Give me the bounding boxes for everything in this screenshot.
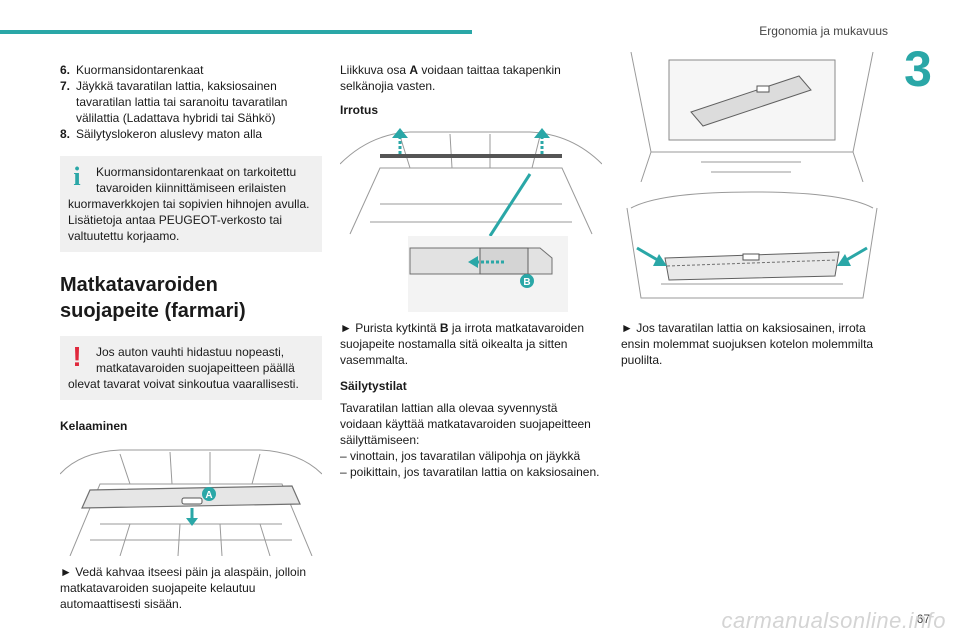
step-text-two-part-floor: ► Jos tavaratilan lattia on kaksiosainen… bbox=[621, 321, 874, 367]
info-note-text-first: Kuormansidontarenkaat on tarkoitettu tav… bbox=[96, 165, 297, 195]
page-number: 67 bbox=[916, 612, 930, 626]
warning-note-text-first: Jos auton vauhti hidastuu nopeasti, matk… bbox=[96, 345, 295, 375]
section-title: Ergonomia ja mukavuus bbox=[759, 24, 888, 38]
intro-pre: Liikkuva osa bbox=[340, 63, 410, 77]
trunk-storage-diagonal-illustration bbox=[621, 52, 883, 182]
figure-label-a: A bbox=[205, 490, 212, 501]
warning-note-text-rest: olevat tavarat voivat sinkoutua vaaralli… bbox=[68, 377, 299, 391]
warning-note: ! Jos auton vauhti hidastuu nopeasti, ma… bbox=[60, 336, 322, 400]
info-note-text-rest: kuormaverkkojen tai sopivien hihnojen av… bbox=[68, 197, 310, 243]
storage-item: – poikittain, jos tavaratilan lattia on … bbox=[340, 465, 600, 479]
step-text-removal: ► Purista kytkintä B ja irrota matkatava… bbox=[340, 320, 602, 368]
intro-post: voidaan taittaa takapenkin selkänojia va… bbox=[340, 63, 561, 93]
list-number: 7. bbox=[60, 79, 71, 93]
step-text-retract: ► Vedä kahvaa itseesi päin ja alaspäin, … bbox=[60, 565, 307, 611]
info-icon: i bbox=[73, 162, 81, 191]
intro-bold: A bbox=[409, 63, 419, 77]
list-number: 6. bbox=[60, 63, 71, 77]
trunk-storage-crosswise-illustration bbox=[621, 188, 883, 312]
info-note: i Kuormansidontarenkaat on tarkoitettu t… bbox=[60, 156, 322, 252]
list-text: Kuormansidontarenkaat bbox=[76, 63, 204, 77]
numbered-list: 6. Kuormansidontarenkaat 7. Jäykkä tavarat… bbox=[60, 62, 322, 142]
subheading-sailytystilat: Säilytystilat bbox=[340, 379, 407, 393]
subheading-irrotus: Irrotus bbox=[340, 103, 379, 117]
step-post: ja irrota matkatavaroiden suojapeite nos… bbox=[340, 321, 584, 367]
list-text: Jäykkä tavaratilan lattia, kaksiosainen … bbox=[76, 79, 288, 125]
section-heading: Matkatavaroiden suojapeite (farmari) bbox=[60, 274, 246, 322]
column-3: ► Jos tavaratilan lattia on kaksiosainen… bbox=[621, 52, 883, 368]
subheading-kelaaminen: Kelaaminen bbox=[60, 419, 128, 433]
trunk-cover-removal-illustration: B bbox=[340, 124, 602, 314]
intro-text: Liikkuva osa A voidaan taittaa takapenki… bbox=[340, 62, 602, 94]
warning-icon: ! bbox=[72, 341, 82, 372]
trunk-cover-retract-illustration: A bbox=[60, 444, 322, 556]
column-2: Liikkuva osa A voidaan taittaa takapenki… bbox=[340, 62, 602, 480]
list-item: 6. Kuormansidontarenkaat bbox=[60, 62, 322, 78]
step-bold: B bbox=[439, 321, 449, 335]
step-pre: ► Purista kytkintä bbox=[340, 321, 440, 335]
watermark: carmanualsonline.info bbox=[721, 608, 946, 633]
chapter-number: 3 bbox=[904, 41, 932, 97]
header-accent-bar bbox=[0, 30, 472, 34]
storage-item: – vinottain, jos tavaratilan välipohja o… bbox=[340, 449, 581, 463]
list-text: Säilytyslokeron aluslevy maton alla bbox=[76, 127, 263, 141]
figure-label-b: B bbox=[523, 277, 530, 288]
storage-text: Tavaratilan lattian alla olevaa syvennys… bbox=[340, 401, 591, 447]
list-number: 8. bbox=[60, 127, 71, 141]
list-item: 7. Jäykkä tavaratilan lattia, kaksiosaine… bbox=[60, 78, 322, 126]
column-1: 6. Kuormansidontarenkaat 7. Jäykkä tavarat… bbox=[60, 62, 322, 612]
list-item: 8. Säilytyslokeron aluslevy maton alla bbox=[60, 126, 322, 142]
